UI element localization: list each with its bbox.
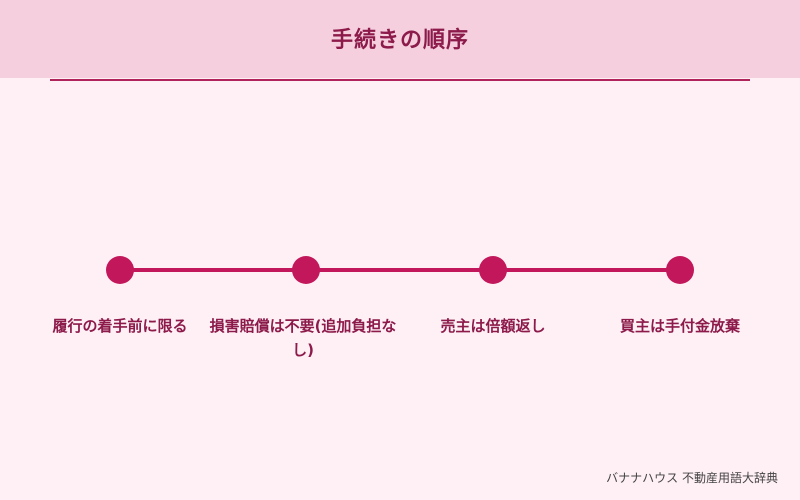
page-title: 手続きの順序 bbox=[330, 28, 469, 53]
source-credit: バナナハウス 不動産用語大辞典 bbox=[606, 471, 778, 485]
step-4-label: 買主は手付金放棄 bbox=[619, 317, 740, 335]
title-divider bbox=[50, 79, 750, 81]
timeline-connector bbox=[120, 268, 680, 272]
step-4-marker bbox=[666, 256, 694, 284]
step-1-label: 履行の着手前に限る bbox=[52, 317, 188, 335]
step-2-marker bbox=[292, 256, 320, 284]
step-3-marker bbox=[479, 256, 507, 284]
step-1-marker bbox=[106, 256, 134, 284]
header-band bbox=[0, 0, 800, 78]
step-2-label: 損害賠償は不要(追加負担なし) bbox=[209, 317, 397, 359]
step-3-label: 売主は倍額返し bbox=[440, 317, 546, 335]
